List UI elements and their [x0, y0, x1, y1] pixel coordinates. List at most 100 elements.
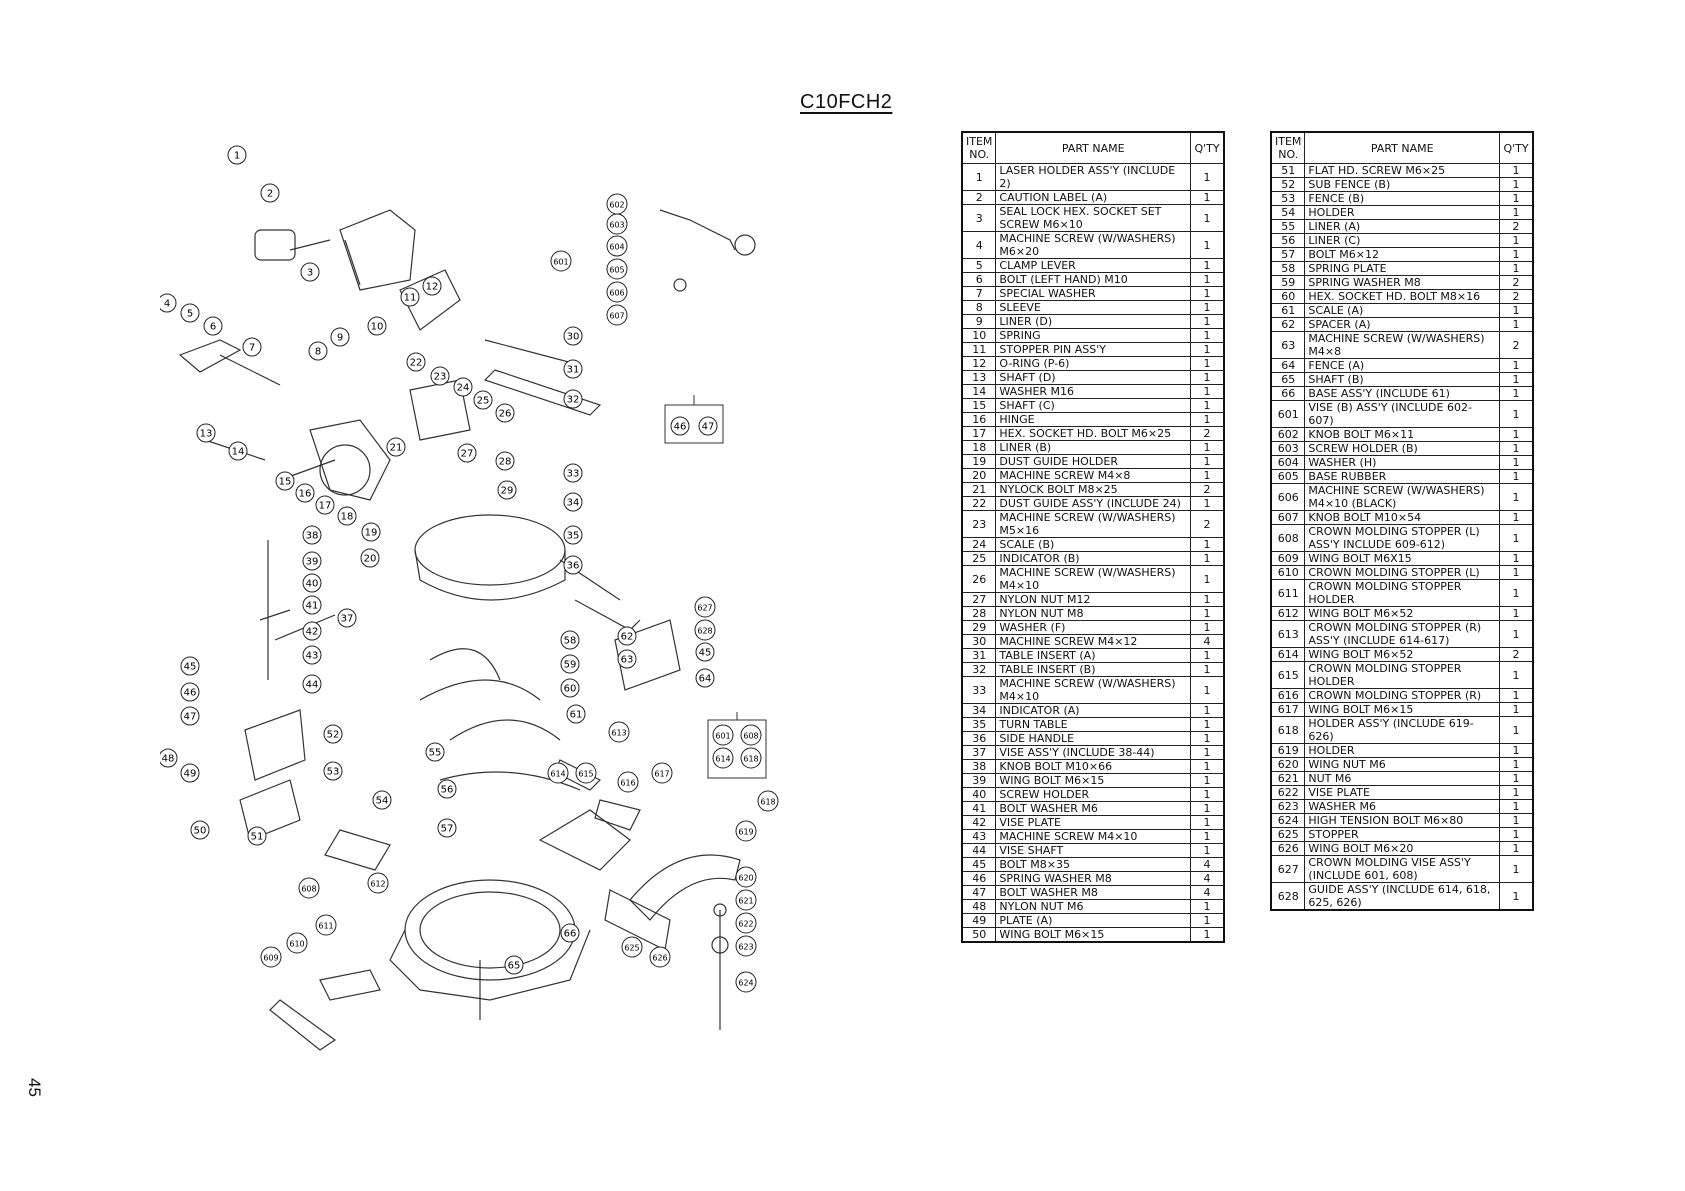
- callout-label: 58: [564, 636, 577, 647]
- qty-cell: 1: [1499, 233, 1534, 248]
- callout-circle: [160, 748, 178, 768]
- callout-63: 63: [617, 649, 637, 669]
- callout-8: 8: [308, 341, 328, 361]
- callout-7: 7: [242, 337, 262, 357]
- callout-label: 2: [267, 189, 273, 200]
- callout-label: 43: [306, 651, 319, 662]
- callout-circle: [563, 525, 583, 545]
- callout-label: 57: [441, 824, 454, 835]
- part-name-cell: MACHINE SCREW (W/WASHERS) M4×10: [995, 565, 1192, 593]
- callout-box-627: [664, 395, 724, 444]
- item-no-cell: 19: [961, 454, 997, 469]
- part-name-cell: CROWN MOLDING STOPPER (R): [1304, 688, 1501, 703]
- callout-circle: [563, 555, 583, 575]
- callout-label: 46: [674, 422, 687, 433]
- qty-cell: 1: [1190, 899, 1225, 914]
- qty-cell: 1: [1190, 468, 1225, 483]
- callout-label: 35: [567, 531, 580, 542]
- callout-circle: [275, 471, 295, 491]
- callout-16: 16: [295, 483, 315, 503]
- part-name-cell: WING BOLT M6×20: [1304, 841, 1501, 856]
- callout-label: 603: [609, 221, 624, 230]
- item-no-cell: 9: [961, 314, 997, 329]
- callout-label: 614: [715, 755, 730, 764]
- item-no-cell: 623: [1270, 799, 1306, 814]
- item-no-cell: 22: [961, 496, 997, 511]
- callout-circle: [406, 352, 426, 372]
- callout-circle: [757, 790, 779, 812]
- callout-35: 35: [563, 525, 583, 545]
- qty-cell: 1: [1499, 661, 1534, 689]
- item-no-cell: 625: [1270, 827, 1306, 842]
- callout-label: 36: [567, 561, 580, 572]
- qty-cell: 1: [1499, 317, 1534, 332]
- item-no-cell: 24: [961, 537, 997, 552]
- qty-cell: 1: [1190, 717, 1225, 732]
- item-no-cell: 43: [961, 829, 997, 844]
- qty-cell: 1: [1499, 620, 1534, 648]
- item-no-cell: 60: [1270, 289, 1306, 304]
- item-no-cell: 63: [1270, 331, 1306, 359]
- item-no-cell: 604: [1270, 455, 1306, 470]
- callout-circle: [160, 293, 177, 313]
- callout-circle: [180, 763, 200, 783]
- qty-cell: 1: [1190, 342, 1225, 357]
- callout-circle: [740, 724, 762, 746]
- qty-cell: 2: [1499, 647, 1534, 662]
- item-no-cell: 7: [961, 286, 997, 301]
- item-no-cell: 36: [961, 731, 997, 746]
- callout-label: 38: [306, 531, 319, 542]
- callout-circle: [323, 724, 343, 744]
- callout-612: 612: [367, 872, 389, 894]
- callout-circle: [180, 706, 200, 726]
- callout-circle: [367, 316, 387, 336]
- qty-cell: 1: [1499, 827, 1534, 842]
- callout-56: 56: [437, 779, 457, 799]
- callout-circle: [302, 551, 322, 571]
- item-no-cell: 64: [1270, 358, 1306, 373]
- qty-cell: 1: [1190, 384, 1225, 399]
- item-no-cell: 49: [961, 913, 997, 928]
- part-name-cell: WING BOLT M6×15: [1304, 702, 1501, 717]
- callout-circle: [735, 912, 757, 934]
- part-name-cell: BOLT M6×12: [1304, 247, 1501, 262]
- part-name-cell: GUIDE ASS'Y (INCLUDE 614, 618, 625, 626): [1304, 882, 1501, 911]
- callout-5: 5: [180, 303, 200, 323]
- qty-cell: 1: [1190, 648, 1225, 663]
- callout-615: 615: [575, 762, 597, 784]
- item-no-cell: 37: [961, 745, 997, 760]
- item-no-cell: 28: [961, 606, 997, 621]
- callout-label: 605: [609, 266, 624, 275]
- callout-611: 611: [315, 914, 337, 936]
- qty-cell: 1: [1499, 606, 1534, 621]
- callout-label: 15: [279, 477, 292, 488]
- callout-label: 61: [570, 710, 583, 721]
- qty-cell: 1: [1190, 537, 1225, 552]
- part-name-cell: HEX. SOCKET HD. BOLT M6×25: [995, 426, 1192, 441]
- callout-14: 14: [228, 441, 248, 461]
- callout-label: 14: [232, 447, 245, 458]
- part-name-cell: VISE (B) ASS'Y (INCLUDE 602-607): [1304, 400, 1501, 428]
- part-name-cell: HOLDER: [1304, 743, 1501, 758]
- callout-circle: [302, 595, 322, 615]
- part-name-cell: WING BOLT M6×52: [1304, 647, 1501, 662]
- callout-label: 17: [319, 501, 332, 512]
- qty-cell: 2: [1190, 426, 1225, 441]
- callout-circle: [437, 818, 457, 838]
- part-name-cell: SIDE HANDLE: [995, 731, 1192, 746]
- callout-circle: [606, 258, 628, 280]
- callout-circle: [302, 674, 322, 694]
- callout-45: 45: [180, 656, 200, 676]
- part-name-cell: WING BOLT M6×15: [995, 927, 1192, 943]
- part-name-cell: WASHER (F): [995, 620, 1192, 635]
- callout-label: 621: [738, 897, 753, 906]
- callout-618: 618: [757, 790, 779, 812]
